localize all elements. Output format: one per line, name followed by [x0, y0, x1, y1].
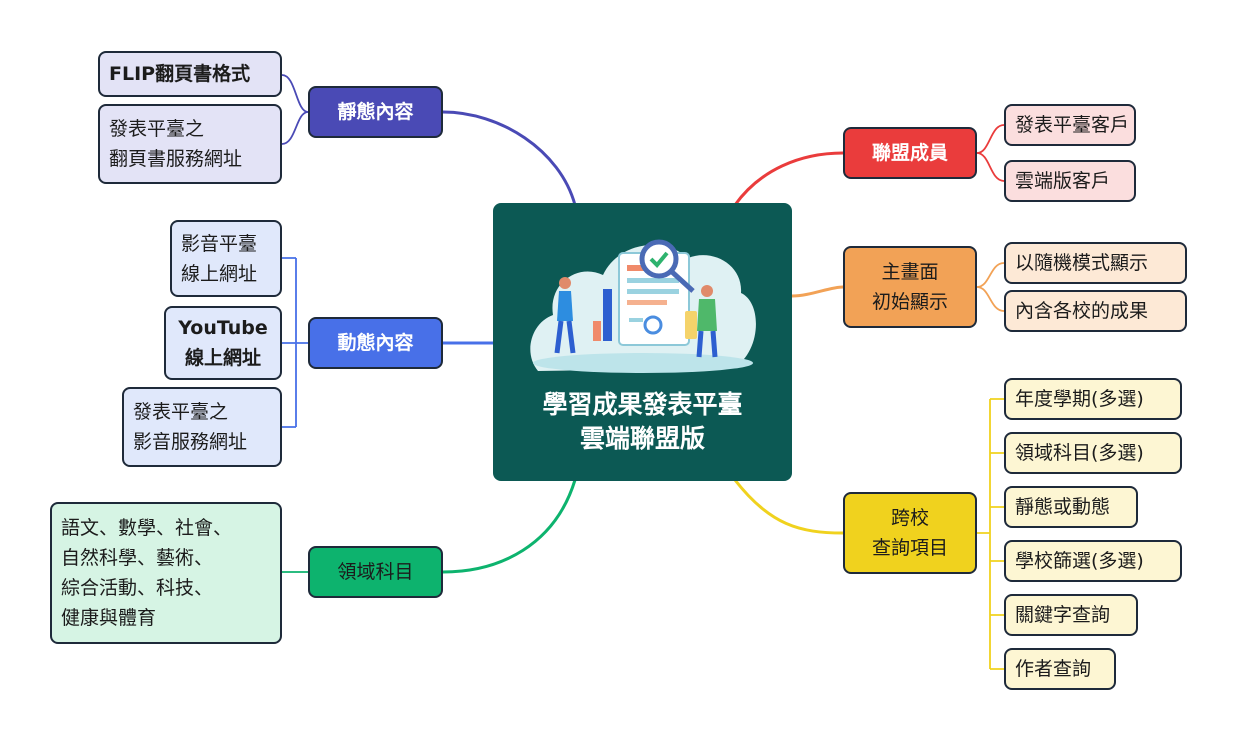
leaf-query-static-dynamic[interactable]: 靜態或動態	[1004, 486, 1138, 528]
leaf-school-results[interactable]: 內含各校的成果	[1004, 290, 1187, 332]
leaf-platform-clients[interactable]: 發表平臺客戶	[1004, 104, 1136, 146]
leaf-video-platform-url[interactable]: 影音平臺 線上網址	[170, 220, 282, 297]
leaf-subject-list[interactable]: 語文、數學、社會、 自然科學、藝術、 綜合活動、科技、 健康與體育	[50, 502, 282, 644]
leaf-query-semester[interactable]: 年度學期(多選)	[1004, 378, 1182, 420]
leaf-query-keyword[interactable]: 關鍵字查詢	[1004, 594, 1138, 636]
leaf-youtube-url[interactable]: YouTube 線上網址	[164, 306, 282, 380]
leaf-query-school[interactable]: 學校篩選(多選)	[1004, 540, 1182, 582]
central-title: 學習成果發表平臺 雲端聯盟版	[542, 390, 743, 453]
leaf-video-service-url[interactable]: 發表平臺之 影音服務網址	[122, 387, 282, 467]
central-topic[interactable]	[493, 203, 792, 481]
leaf-cloud-clients[interactable]: 雲端版客戶	[1004, 160, 1136, 202]
link-query	[733, 479, 844, 535]
leaf-query-subject[interactable]: 領域科目(多選)	[1004, 432, 1182, 474]
link-screen	[791, 285, 844, 298]
link-members	[733, 151, 844, 206]
leaf-flip-service-url[interactable]: 發表平臺之 翻頁書服務網址	[98, 104, 282, 184]
branch-static-content[interactable]: 靜態內容	[308, 86, 443, 138]
branch-subject-field[interactable]: 領域科目	[308, 546, 443, 598]
central-illustration	[530, 239, 756, 373]
leaf-random-display[interactable]: 以隨機模式顯示	[1004, 242, 1187, 284]
leaf-query-author[interactable]: 作者查詢	[1004, 648, 1116, 690]
link-static	[442, 110, 577, 206]
branch-home-screen[interactable]: 主畫面 初始顯示	[843, 246, 977, 328]
branch-dynamic-content[interactable]: 動態內容	[308, 317, 443, 369]
branch-cross-school-query[interactable]: 跨校 查詢項目	[843, 492, 977, 574]
leaf-flip-format[interactable]: FLIP翻頁書格式	[98, 51, 282, 97]
link-field	[442, 479, 577, 574]
branch-alliance-members[interactable]: 聯盟成員	[843, 127, 977, 179]
